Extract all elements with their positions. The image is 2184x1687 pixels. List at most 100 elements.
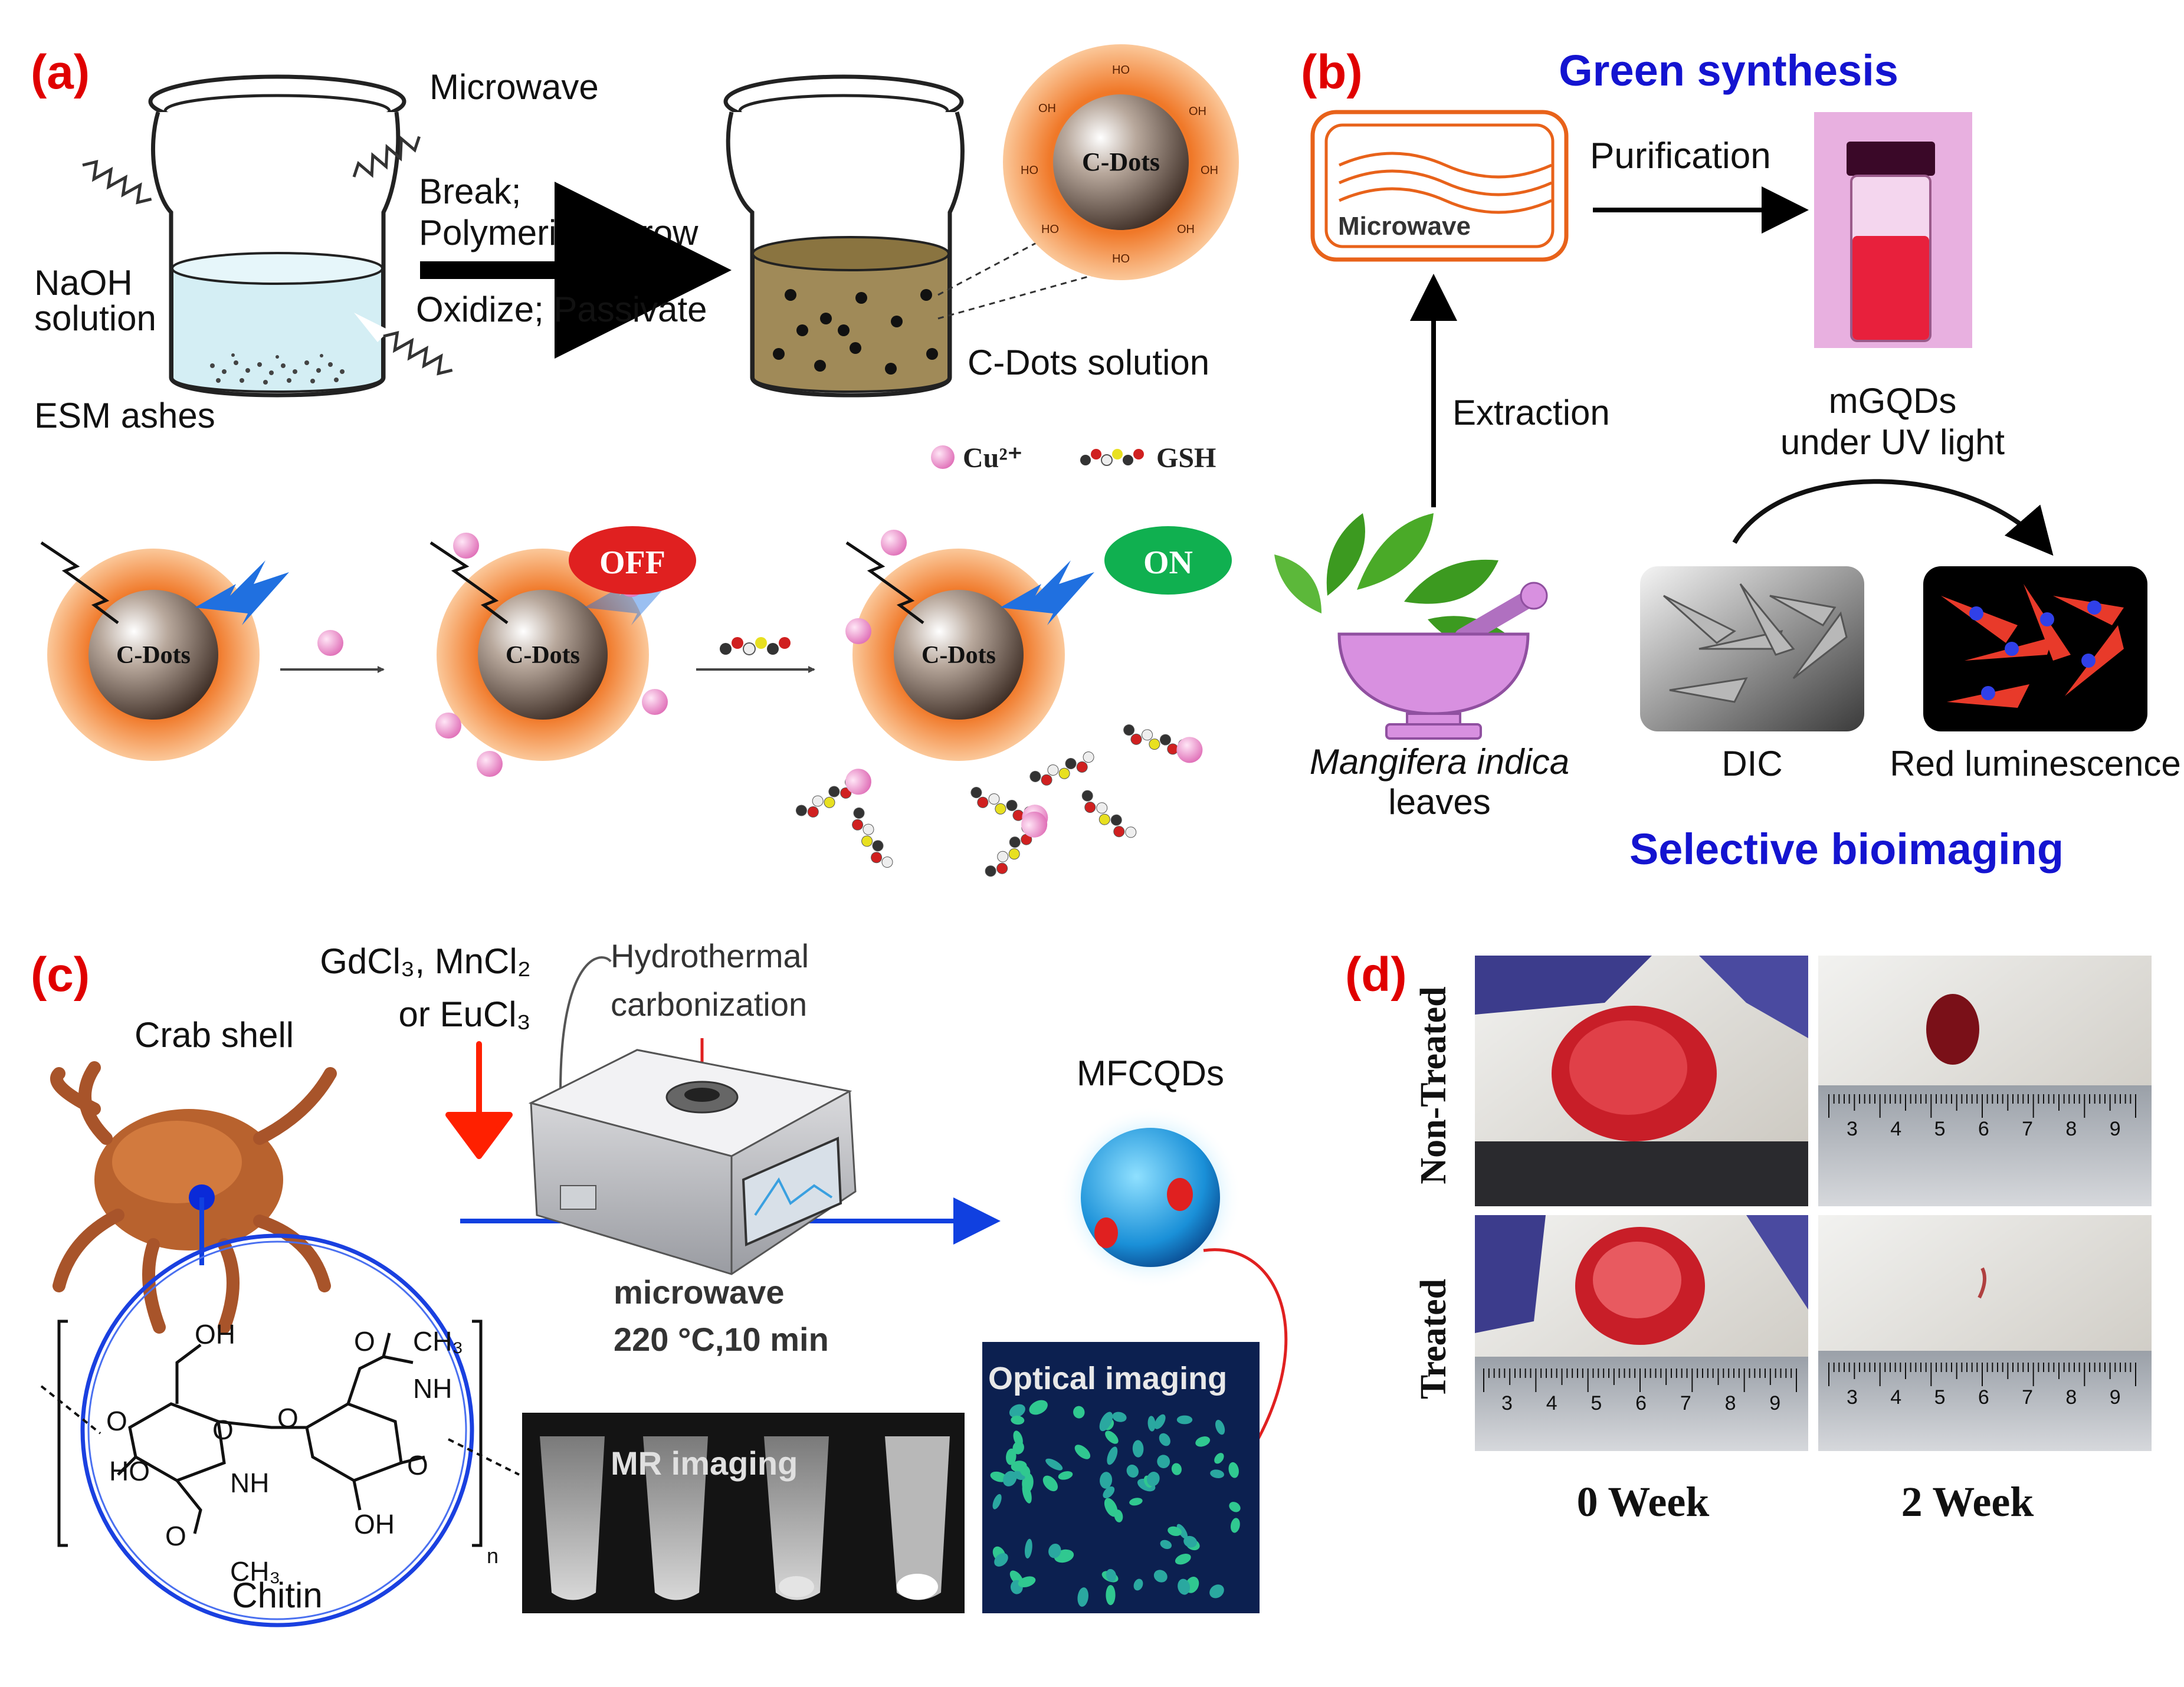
cell-nucleus [1025, 1538, 1032, 1559]
ruler-number: 5 [1591, 1392, 1602, 1414]
chem-label: CH₃ [230, 1556, 280, 1587]
process-label-2: Polymerize; Grow [419, 213, 699, 252]
shell-group: HO [1021, 164, 1038, 177]
panel-a-label: (a) [31, 45, 90, 99]
naoh-label-1: NaOH [34, 263, 133, 303]
panel-b: (b) Green synthesis Microwave Purificati… [1274, 45, 2181, 874]
panel-a: (a) Microwave NaOH solution ESM as [31, 44, 1239, 877]
panel-c: (c) GdCl₃, MnCl₂ or EuCl₃ Hydrothermal c… [31, 937, 1288, 1627]
device-label-1: microwave [614, 1274, 785, 1311]
cell-nucleus [1058, 1471, 1073, 1480]
cell-nucleus [1160, 1540, 1172, 1550]
cdots-label: C-Dots [116, 642, 191, 669]
bracket-left [57, 1320, 68, 1547]
cell-nucleus [1112, 1412, 1127, 1422]
gsh-molecule-icon [852, 807, 893, 868]
cdots-particles [773, 289, 938, 375]
chem-label: O [165, 1521, 186, 1551]
ruler-number: 4 [1890, 1386, 1901, 1409]
cell-nucleus [1210, 1469, 1225, 1479]
off-label: OFF [599, 544, 665, 581]
ruler-number: 7 [2022, 1386, 2033, 1409]
cu-legend-label: Cu²⁺ [963, 442, 1022, 474]
ruler-number: 4 [1546, 1392, 1557, 1414]
photo-nontreated-week0 [1475, 956, 1808, 1206]
reagent-label-1: GdCl₃, MnCl₂ [320, 941, 531, 981]
cell-nucleus [1215, 1419, 1225, 1435]
cell-nucleus [1133, 1578, 1143, 1591]
shell-group: OH [1177, 223, 1195, 236]
hydrothermal-label-1: Hydrothermal [611, 937, 809, 974]
cu-ion-icon [1021, 811, 1048, 838]
cell-nucleus [1019, 1465, 1031, 1477]
cell-nucleus [1129, 1498, 1143, 1506]
cdot-sensor: C-Dots [429, 533, 678, 777]
chitin-label: Chitin [232, 1576, 322, 1615]
shell-group: OH [1189, 105, 1206, 118]
cell-nucleus [1147, 1416, 1156, 1432]
cell-nucleus [1229, 1502, 1241, 1512]
cdots-zoom-label: C-Dots [1082, 147, 1160, 176]
cell-nucleus [1126, 1465, 1139, 1478]
cell-nucleus [1074, 1445, 1091, 1459]
reagent-label-2: or EuCl₃ [398, 995, 531, 1034]
cell-nucleus [1183, 1535, 1198, 1548]
cu-ion-icon [477, 751, 503, 777]
ruler-number: 6 [1978, 1386, 1989, 1409]
cell-nucleus [1003, 1471, 1017, 1486]
gsh-molecule-icon [1029, 751, 1094, 786]
ruler-number: 9 [2110, 1386, 2121, 1409]
cu-ion-icon [642, 689, 668, 715]
cell-nucleus [994, 1553, 1008, 1567]
cell-nucleus [1159, 1433, 1170, 1446]
chem-label: n [487, 1544, 499, 1568]
chem-label: NH [413, 1373, 452, 1404]
ruler-number: 9 [1769, 1392, 1780, 1414]
gsh-molecule-icon [795, 769, 871, 818]
cu-ion-icon [435, 713, 461, 739]
excitation-bolt-icon [40, 541, 119, 624]
cdots-solution-label: C-Dots solution [968, 343, 1209, 382]
dic-image [1640, 566, 1864, 731]
cell-nucleus [1168, 1526, 1182, 1537]
cu-ion-icon [1176, 737, 1203, 763]
zoom-line-top [937, 241, 1039, 296]
ruler-number: 3 [1847, 1118, 1858, 1140]
esm-ash-particles [210, 353, 345, 385]
excitation-bolt-icon [429, 541, 509, 624]
cu-ion-legend-icon [931, 445, 955, 469]
mgqds-label-1: mGQDs [1829, 381, 1957, 421]
dic-label: DIC [1721, 744, 1782, 783]
col-label-week2: 2 Week [1901, 1478, 2034, 1525]
cell-nucleus [1106, 1585, 1116, 1606]
cell-nucleus [1209, 1584, 1224, 1599]
shell-group: OH [1038, 102, 1056, 115]
cell-nucleus [1132, 1440, 1144, 1458]
ruler-number: 8 [2065, 1386, 2077, 1409]
crab-shell-label: Crab shell [135, 1015, 294, 1055]
cdot-zoom: C-Dots HO OH OH OH HO HO HO OH [1003, 44, 1239, 280]
ruler-number: 8 [2065, 1118, 2077, 1140]
ruler-number: 7 [2022, 1118, 2033, 1140]
cell-nucleus [1012, 1441, 1024, 1455]
emission-bolt-icon [1000, 560, 1094, 625]
bracket-right [472, 1320, 483, 1547]
chitin-structure: OH O CH₃ NH O O O O HO NH OH O CH₃ n Chi… [40, 1233, 520, 1627]
cell-nucleus [1176, 1524, 1188, 1539]
emission-bolt-icon [195, 560, 289, 625]
cell-nucleus [1103, 1486, 1115, 1499]
chem-label: O [106, 1406, 127, 1436]
cell-nucleus [1157, 1455, 1170, 1469]
reagent-down-arrow [445, 1041, 513, 1159]
chem-label: CH₃ [413, 1326, 463, 1357]
mr-imaging-label: MR imaging [611, 1445, 798, 1482]
cell-nucleus [1171, 1463, 1182, 1475]
cell-nucleus [1009, 1404, 1025, 1418]
